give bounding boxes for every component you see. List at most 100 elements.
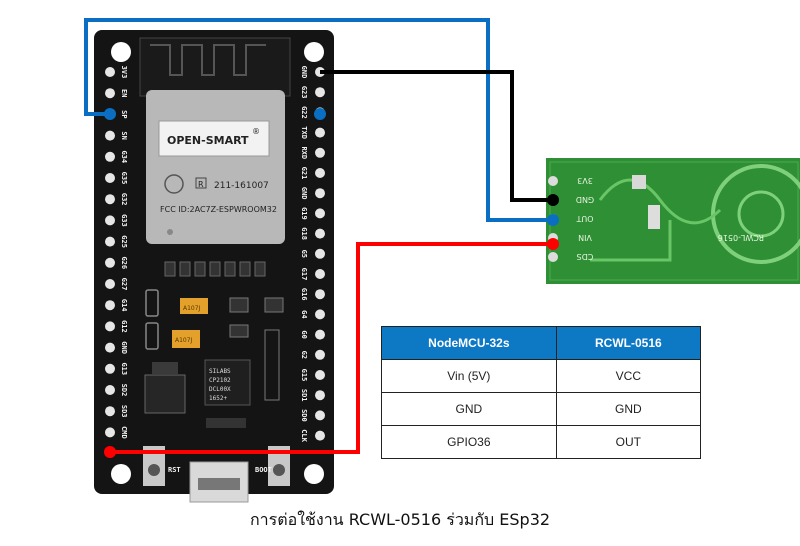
pin-hole <box>315 329 325 340</box>
connection-dot <box>314 108 326 120</box>
mount-hole <box>304 42 324 62</box>
pin-hole <box>315 168 325 178</box>
table-row: GND GND <box>381 392 702 426</box>
table-cell: GND <box>381 392 557 426</box>
table-header: RCWL-0516 <box>555 326 702 360</box>
table-cell: GPIO36 <box>381 425 557 459</box>
esp32-board: 3V3ENSPSNG34G35G32G33G25G26G27G14G12GNDG… <box>94 30 334 503</box>
pin-hole <box>105 385 115 395</box>
pin-label: G26 <box>120 256 128 269</box>
module-shield <box>146 90 285 244</box>
pin-label: G15 <box>300 369 308 382</box>
pin-label: G21 <box>300 167 308 180</box>
pin-label: CMD <box>120 426 128 439</box>
pin-label: SD2 <box>120 384 128 397</box>
pin-label: G5 <box>300 250 308 258</box>
pin-label: 3V3 <box>120 66 128 79</box>
pin-label: SD1 <box>300 389 308 402</box>
pin-hole <box>105 130 115 141</box>
pin-hole <box>105 173 115 183</box>
mount-hole <box>111 42 131 62</box>
pin-hole <box>105 279 115 289</box>
r-mark-box <box>195 177 207 189</box>
pin-label: G32 <box>120 193 128 206</box>
sensor-pin-hole <box>548 252 558 262</box>
table-header-row: NodeMCU-32s RCWL-0516 <box>381 326 702 360</box>
wires <box>84 18 559 458</box>
usb-chip-line: CP2102 <box>209 377 231 384</box>
board-bottom: RST BOOT <box>143 446 290 503</box>
cap-label: A107J <box>183 305 201 312</box>
sensor-pin-hole <box>548 176 558 186</box>
pin-hole <box>105 257 115 268</box>
pin-hole <box>105 300 115 311</box>
usb-chip-line: SILABS <box>209 368 231 375</box>
rst-label: RST <box>168 466 181 474</box>
usb-chip-line: DCL00X <box>209 386 231 393</box>
cap-label: A107J <box>175 337 193 344</box>
pin-label: SP <box>120 110 128 118</box>
pin-label: G22 <box>300 106 308 119</box>
pin-hole <box>105 88 115 99</box>
ce-logo-icon <box>164 174 184 194</box>
table-cell: Vin (5V) <box>381 359 557 393</box>
table-cell: GND <box>555 392 702 426</box>
blue-wire-3v3 <box>84 18 553 222</box>
pin-label: G23 <box>300 86 308 99</box>
connection-table: NodeMCU-32s RCWL-0516 Vin (5V) VCC GND G… <box>381 326 702 459</box>
sensor-pin-label: CDS <box>577 252 594 261</box>
pin-label: G16 <box>300 288 308 301</box>
pin-hole <box>315 370 325 380</box>
pin-label: G0 <box>300 330 308 338</box>
connection-dot <box>547 194 559 206</box>
voltage-regulator <box>144 374 186 414</box>
sensor-pin-label: OUT <box>576 214 593 223</box>
pin-label: G27 <box>120 278 128 291</box>
pin-label: G34 <box>120 150 128 163</box>
pin-hole <box>315 127 325 138</box>
pin-hole <box>315 208 325 219</box>
pin-hole <box>105 151 115 162</box>
pin-hole <box>315 349 325 360</box>
pin-label: G18 <box>300 227 308 240</box>
pin-label: G14 <box>120 299 128 312</box>
pin-label: GND <box>300 66 308 79</box>
pin-hole <box>315 289 325 300</box>
microwave-antenna-ring <box>711 164 800 264</box>
pin-hole <box>105 406 115 417</box>
pin-label: G33 <box>120 214 128 227</box>
antenna-trace <box>150 44 266 76</box>
pin-label: G2 <box>300 351 308 359</box>
pin-label: G35 <box>120 172 128 185</box>
module-code: 211-161007 <box>214 181 269 191</box>
pin-hole <box>105 363 115 374</box>
module-fcc: FCC ID:2AC7Z-ESPWROOM32 <box>160 205 277 214</box>
pin-hole <box>105 342 115 353</box>
pin-hole <box>315 87 325 98</box>
pin-label: G12 <box>120 320 128 333</box>
pin-hole <box>315 228 325 239</box>
pin-label: CLK <box>300 429 308 442</box>
pin-hole <box>105 67 115 77</box>
brand-sticker <box>158 120 270 157</box>
pin-label: TXD <box>300 126 308 139</box>
pin-label: G19 <box>300 207 308 220</box>
pin-hole <box>105 194 115 205</box>
module-dot <box>167 229 173 235</box>
left-pin-header: 3V3ENSPSNG34G35G32G33G25G26G27G14G12GNDG… <box>105 66 128 439</box>
pin-hole <box>315 410 325 421</box>
sensor-pin-label: GND <box>576 195 594 204</box>
pin-hole <box>105 236 115 247</box>
smd-pad <box>648 205 660 229</box>
pin-label: GND <box>300 187 308 200</box>
pin-label: G17 <box>300 268 308 281</box>
pin-hole <box>315 147 325 158</box>
usb-chip-line: 1652+ <box>209 395 227 402</box>
red-wire-out <box>110 242 553 454</box>
mount-hole <box>304 464 324 484</box>
table-header: NodeMCU-32s <box>381 326 557 360</box>
connection-dot <box>547 238 559 250</box>
boot-label: BOOT <box>255 466 272 474</box>
table-row: Vin (5V) VCC <box>381 359 702 393</box>
